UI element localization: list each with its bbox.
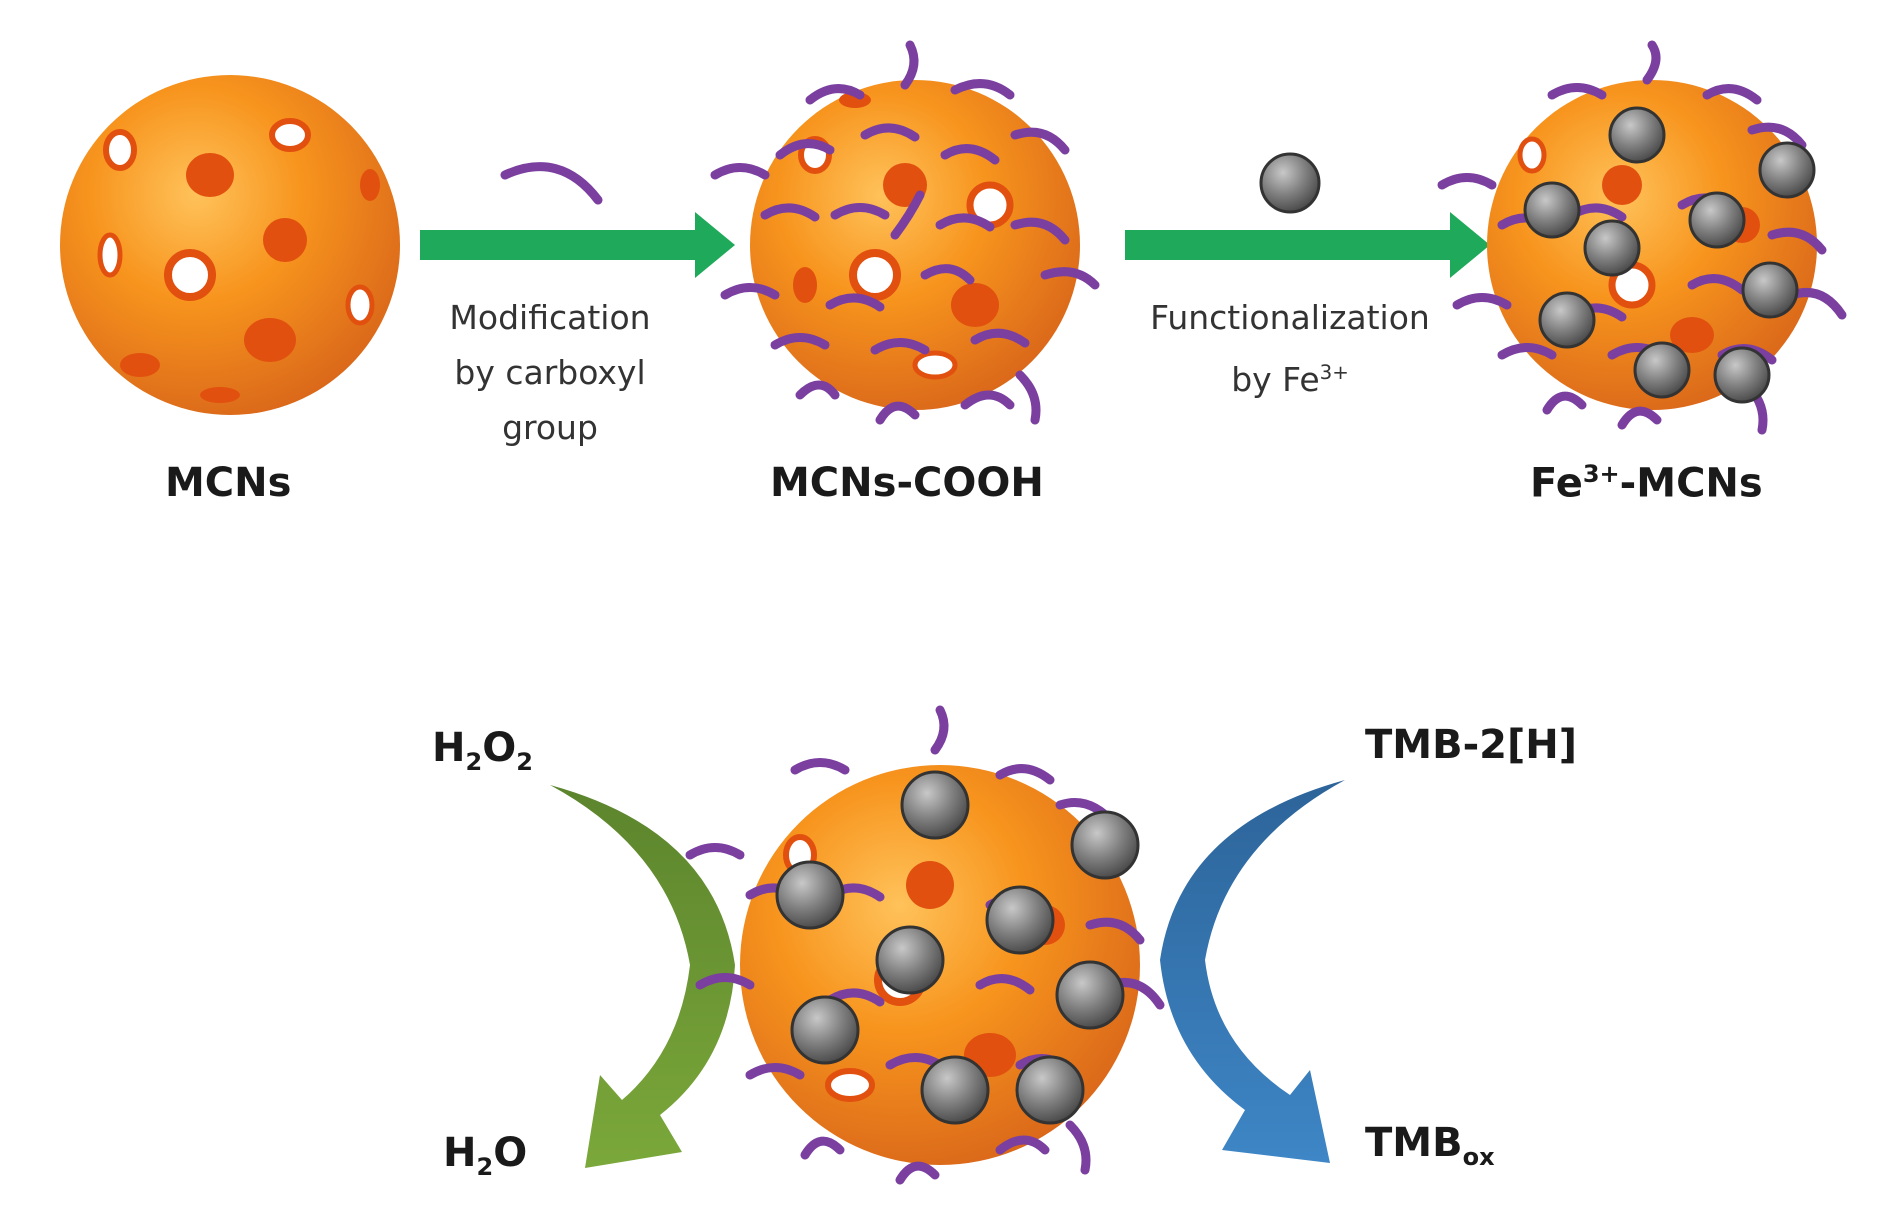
pore: [103, 129, 137, 171]
iron-ions: [775, 770, 1140, 1125]
pore: [345, 284, 375, 326]
label-tmb-2h: TMB-2[H]: [1365, 722, 1578, 768]
pore: [244, 318, 296, 362]
label-tmbox: TMBox: [1365, 1120, 1495, 1171]
step2-line1: Functionalization: [1150, 298, 1430, 337]
iron-ions: [1523, 106, 1816, 404]
pore: [200, 387, 240, 403]
carboxyl-arc-icon: [500, 162, 603, 205]
fe-mcns-sphere: [1437, 40, 1847, 435]
label-modification-step: Modification by carboxyl group: [420, 290, 680, 455]
mcns-cooh-sphere: [710, 40, 1100, 425]
catalyst-sphere: [685, 705, 1165, 1185]
label-fe-mcns: Fe3+-MCNs: [1530, 460, 1763, 507]
functionalization-arrow: [1125, 212, 1490, 278]
modification-arrow: [420, 212, 735, 278]
mcns-sphere: [60, 75, 400, 415]
pore: [120, 353, 160, 377]
label-functionalization-step: Functionalization by Fe3+: [1125, 290, 1455, 407]
pore: [164, 249, 216, 301]
label-h2o: H2O: [443, 1130, 528, 1181]
step1-line3: group: [502, 408, 598, 447]
step1-line1: Modification: [449, 298, 651, 337]
pore: [360, 169, 380, 201]
pore: [97, 232, 123, 278]
label-mcns: MCNs: [165, 460, 292, 506]
pore: [269, 118, 311, 152]
porous-sphere-icon: [60, 75, 400, 415]
step2-line2: by Fe3+: [1231, 360, 1349, 399]
iron-ion-sphere-icon: [1259, 152, 1321, 214]
label-mcns-cooh: MCNs-COOH: [770, 460, 1044, 506]
pore: [263, 218, 307, 262]
carboxyl-groups: [710, 40, 1100, 425]
h2o2-to-h2o-arrow: [550, 730, 735, 1168]
pore: [186, 153, 234, 197]
step1-line2: by carboxyl: [454, 353, 646, 392]
tmb-to-tmbox-arrow: [1160, 725, 1345, 1163]
label-h2o2: H2O2: [432, 725, 533, 776]
